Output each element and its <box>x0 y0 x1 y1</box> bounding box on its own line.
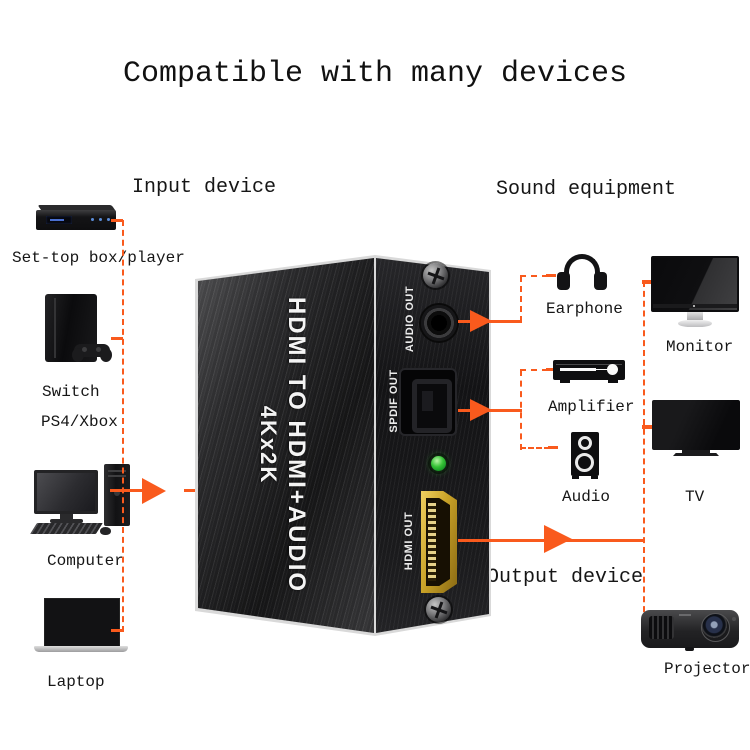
gamepad-icon <box>72 344 112 362</box>
keyboard-icon <box>30 523 103 534</box>
pc-monitor <box>34 470 98 514</box>
spdif-out-port-label: SPDIF OUT <box>388 369 400 433</box>
earphone-branch-vertical <box>520 276 522 322</box>
optical-port-icon <box>401 370 455 434</box>
input-arrow-icon <box>142 478 166 504</box>
set-top-box-connector <box>111 219 123 222</box>
audio-out-arrow-icon <box>470 310 492 332</box>
amplifier-label: Amplifier <box>548 398 635 416</box>
amplifier-branch-horizontal <box>520 369 548 371</box>
output-device-heading: Output device <box>487 566 644 589</box>
projector-icon <box>641 604 743 654</box>
earphone-label: Earphone <box>546 300 623 318</box>
hdmi-out-arrow-icon <box>544 525 572 553</box>
projector-lens <box>701 613 730 642</box>
device-marking: HDMI TO HDMI+AUDIO 4Kx2K <box>249 280 311 610</box>
audio-branch-horizontal <box>520 447 550 449</box>
spdif-out-arrow-icon <box>470 399 492 421</box>
laptop-icon <box>34 598 128 656</box>
hdmi-audio-converter: HDMI TO HDMI+AUDIO 4Kx2K AUDIO OUT SPDIF… <box>195 253 493 638</box>
set-top-box-icon <box>36 202 120 234</box>
input-bus-line <box>122 220 124 632</box>
game-console-icon <box>40 294 116 372</box>
earphone-branch-horizontal <box>520 275 548 277</box>
device-marking-line2: 4Kx2K <box>256 405 281 485</box>
laptop-label: Laptop <box>47 673 105 691</box>
set-top-box-display <box>46 216 72 224</box>
device-front-face <box>198 258 374 633</box>
desktop-computer-icon <box>28 462 132 536</box>
earphone-connector <box>546 274 556 277</box>
amplifier-icon <box>553 358 627 384</box>
tv-icon <box>652 400 742 460</box>
page-title: Compatible with many devices <box>122 57 628 91</box>
tv-label: TV <box>685 488 705 506</box>
console-connector <box>111 337 123 340</box>
headphones-icon <box>556 252 608 296</box>
audio-connector <box>548 446 558 449</box>
hdmi-out-port-label: HDMI OUT <box>403 511 415 571</box>
amplifier-connector <box>546 368 556 371</box>
audio-out-port-label: AUDIO OUT <box>404 285 416 353</box>
projector-label: Projector <box>664 660 750 678</box>
monitor-icon <box>651 256 741 330</box>
hdmi-port-icon <box>421 491 457 593</box>
console-label-switch: Switch <box>42 383 100 401</box>
input-arrow-dash <box>184 489 198 492</box>
audio-label: Audio <box>562 488 611 506</box>
display-bus-line <box>643 281 645 622</box>
screw-bottom-icon <box>426 597 451 622</box>
computer-label: Computer <box>47 552 124 570</box>
input-arrow-line <box>110 489 144 492</box>
power-led-icon <box>431 456 446 471</box>
audio-jack-icon <box>421 305 457 341</box>
input-device-heading: Input device <box>132 176 277 199</box>
monitor-label: Monitor <box>666 338 734 356</box>
console-label-ps4-xbox: PS4/Xbox <box>41 413 118 431</box>
screw-top-icon <box>423 263 448 288</box>
monitor-connector <box>642 280 656 284</box>
mouse-icon <box>100 527 111 535</box>
device-marking-line1: HDMI TO HDMI+AUDIO <box>283 296 310 594</box>
sound-branch-vertical <box>520 370 522 450</box>
set-top-box-body <box>36 210 116 230</box>
speaker-icon <box>569 432 601 480</box>
laptop-connector <box>111 629 123 632</box>
sound-equipment-heading: Sound equipment <box>496 178 677 201</box>
set-top-box-label: Set-top box/player <box>12 249 185 267</box>
tv-connector <box>642 425 656 429</box>
